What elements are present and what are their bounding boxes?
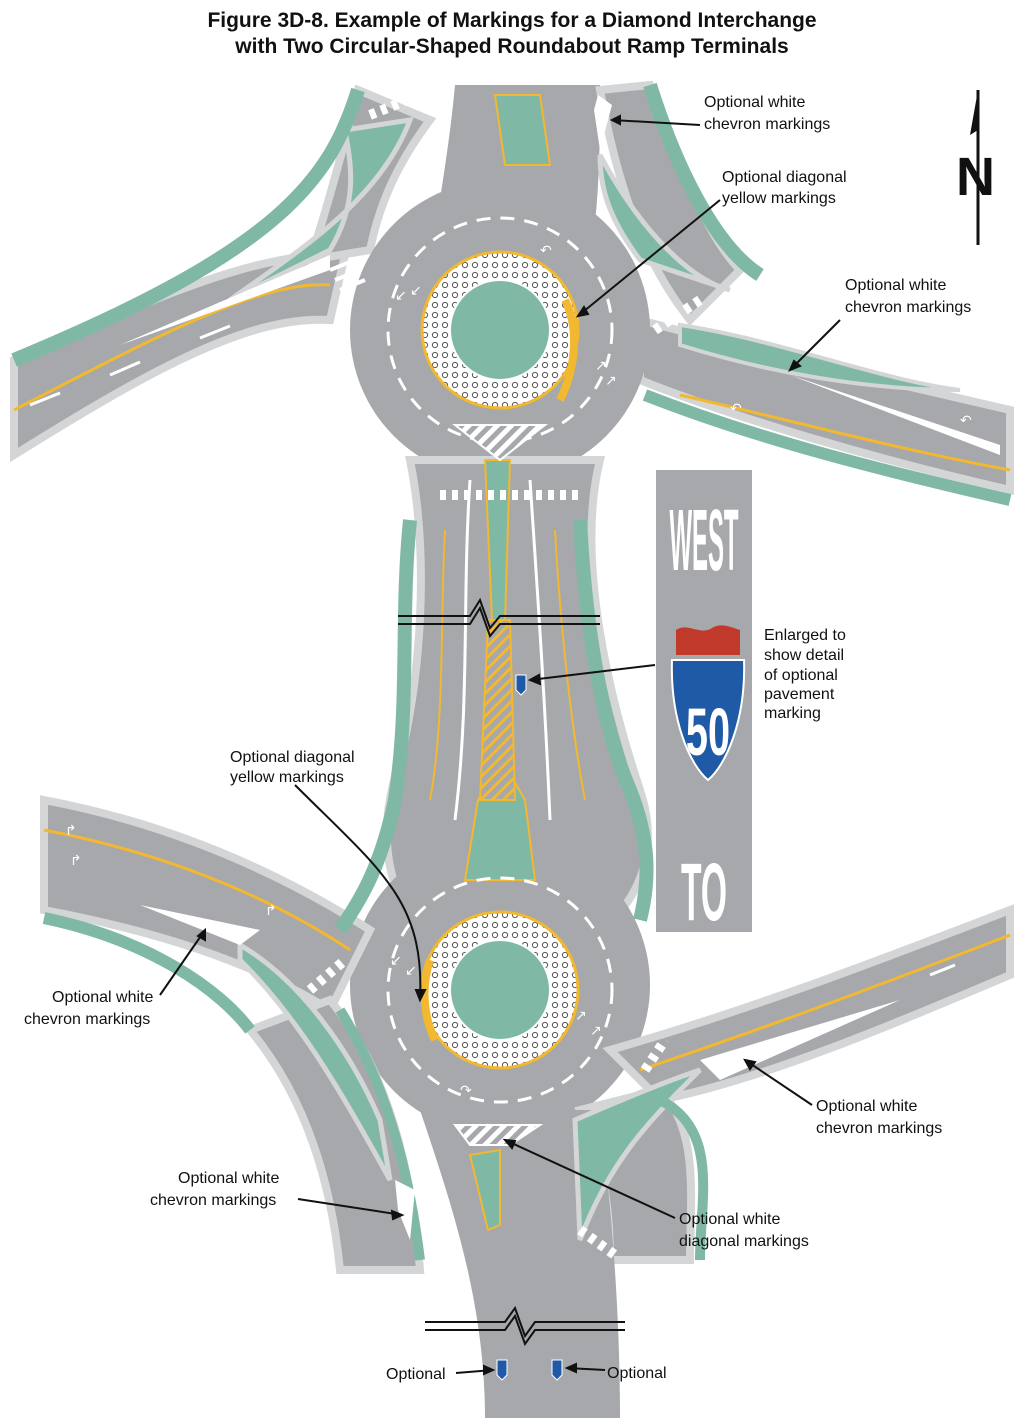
callout-bottom-left-chevron: Optional white chevron markings (150, 1170, 284, 1209)
north-arrow: N (956, 90, 995, 245)
outer-green-ne (643, 82, 764, 281)
enlarged-sign-top-word: WEST (669, 491, 738, 589)
svg-text:↗: ↗ (590, 1023, 602, 1039)
enlarged-pavement-marking: WEST 50 TO (656, 470, 752, 938)
center-island-top (449, 279, 551, 381)
callout-top-right-chevron: Optional white chevron markings (845, 277, 971, 316)
outer-green-e (642, 389, 1012, 506)
bottom-west-ramp (40, 795, 376, 1016)
svg-text:↶: ↶ (960, 413, 972, 429)
enlarged-sign-route-number: 50 (686, 694, 730, 770)
callout-optional-right: Optional (607, 1365, 667, 1382)
north-arrow-head (970, 90, 978, 135)
leader-lines (159, 114, 841, 1376)
island-top-north (493, 94, 552, 166)
break-connector-lower (398, 605, 600, 638)
central-island-bottom (420, 910, 580, 1070)
center-island-bottom (449, 939, 551, 1041)
svg-text:↱: ↱ (70, 853, 82, 869)
callout-mid-diagonal-yellow: Optional diagonal yellow markings (230, 749, 359, 786)
callout-labels: Optional white chevron markings Optional… (24, 94, 971, 1383)
lane-arrows: ↙↙ ↗↗ ↙↙ ↗↗ ↶↷ ↶↶ ↱↱↱ (65, 243, 972, 1099)
enlarged-sign-bottom-word: TO (681, 848, 727, 938)
svg-text:↷: ↷ (460, 1083, 472, 1099)
callout-top-chevron: Optional white chevron markings (704, 94, 830, 133)
callout-bottom-diagonal-white: Optional white diagonal markings (679, 1211, 809, 1250)
chevron-top-east (790, 375, 1000, 455)
splitter-islands (11, 82, 1012, 1261)
road-break-markers (398, 597, 625, 1347)
callout-optional-left: Optional (386, 1366, 446, 1383)
outer-green-connector-right (573, 519, 654, 922)
break-south (425, 1305, 625, 1339)
outer-green-connector-left (334, 519, 417, 934)
svg-text:↗: ↗ (595, 358, 607, 374)
bottom-east-ramp (602, 904, 1014, 1105)
outer-green-w (42, 912, 255, 1034)
callout-enlarged: Enlarged to show detail of optional pave… (764, 627, 850, 722)
outer-green-se (657, 1095, 709, 1261)
svg-text:↙: ↙ (405, 963, 417, 979)
svg-text:↶: ↶ (540, 243, 552, 259)
island-bottom-south (468, 1148, 501, 1232)
callout-bottom-right-chevron: Optional white chevron markings (816, 1098, 942, 1137)
break-connector (398, 597, 600, 630)
yellow-diagonal-hatch-top (556, 298, 578, 402)
outer-green-sw (335, 1007, 425, 1261)
svg-text:↱: ↱ (65, 823, 77, 839)
yellow-diagonal-hatch-bottom (420, 958, 439, 1042)
island-top-nw (228, 116, 414, 303)
small-pavement-markings (496, 640, 563, 1381)
central-island-top (420, 250, 580, 410)
callout-left-chevron: Optional white chevron markings (24, 989, 158, 1028)
figure-title-line-2: with Two Circular-Shaped Roundabout Ramp… (235, 35, 789, 58)
svg-text:↙: ↙ (395, 288, 407, 304)
figure-title-line-1: Figure 3D-8. Example of Markings for a D… (207, 9, 817, 32)
break-south-lower (425, 1313, 625, 1347)
svg-text:↙: ↙ (390, 953, 402, 969)
chevron-left (140, 905, 260, 945)
bottom-south-road (420, 1110, 620, 1418)
island-bottom-west (237, 940, 393, 1182)
figure-title: Figure 3D-8. Example of Markings for a D… (0, 8, 1024, 60)
north-arrow-letter: N (956, 147, 995, 207)
svg-text:↶: ↶ (730, 401, 742, 417)
enlarged-sign-shield-blue (670, 659, 746, 782)
svg-text:↗: ↗ (575, 1008, 587, 1024)
island-bottom-se (572, 1067, 702, 1241)
enlarged-sign-shield-red (676, 625, 740, 655)
chevron-top-nw (120, 255, 330, 345)
svg-text:↗: ↗ (605, 373, 617, 389)
white-diagonal-hatch-top (452, 424, 548, 462)
yellow-diagonal-hatch-connector (478, 619, 517, 801)
chevron-bottom-sw (395, 1180, 415, 1240)
hatched-markings (420, 298, 578, 1146)
outer-green-nw (11, 87, 365, 367)
chevron-top-north (594, 95, 612, 150)
svg-text:↱: ↱ (265, 903, 277, 919)
callout-top-diagonal-yellow: Optional diagonal yellow markings (722, 169, 851, 207)
island-top-east (678, 322, 961, 392)
svg-text:↙: ↙ (410, 283, 422, 299)
island-top-ne (597, 153, 731, 293)
